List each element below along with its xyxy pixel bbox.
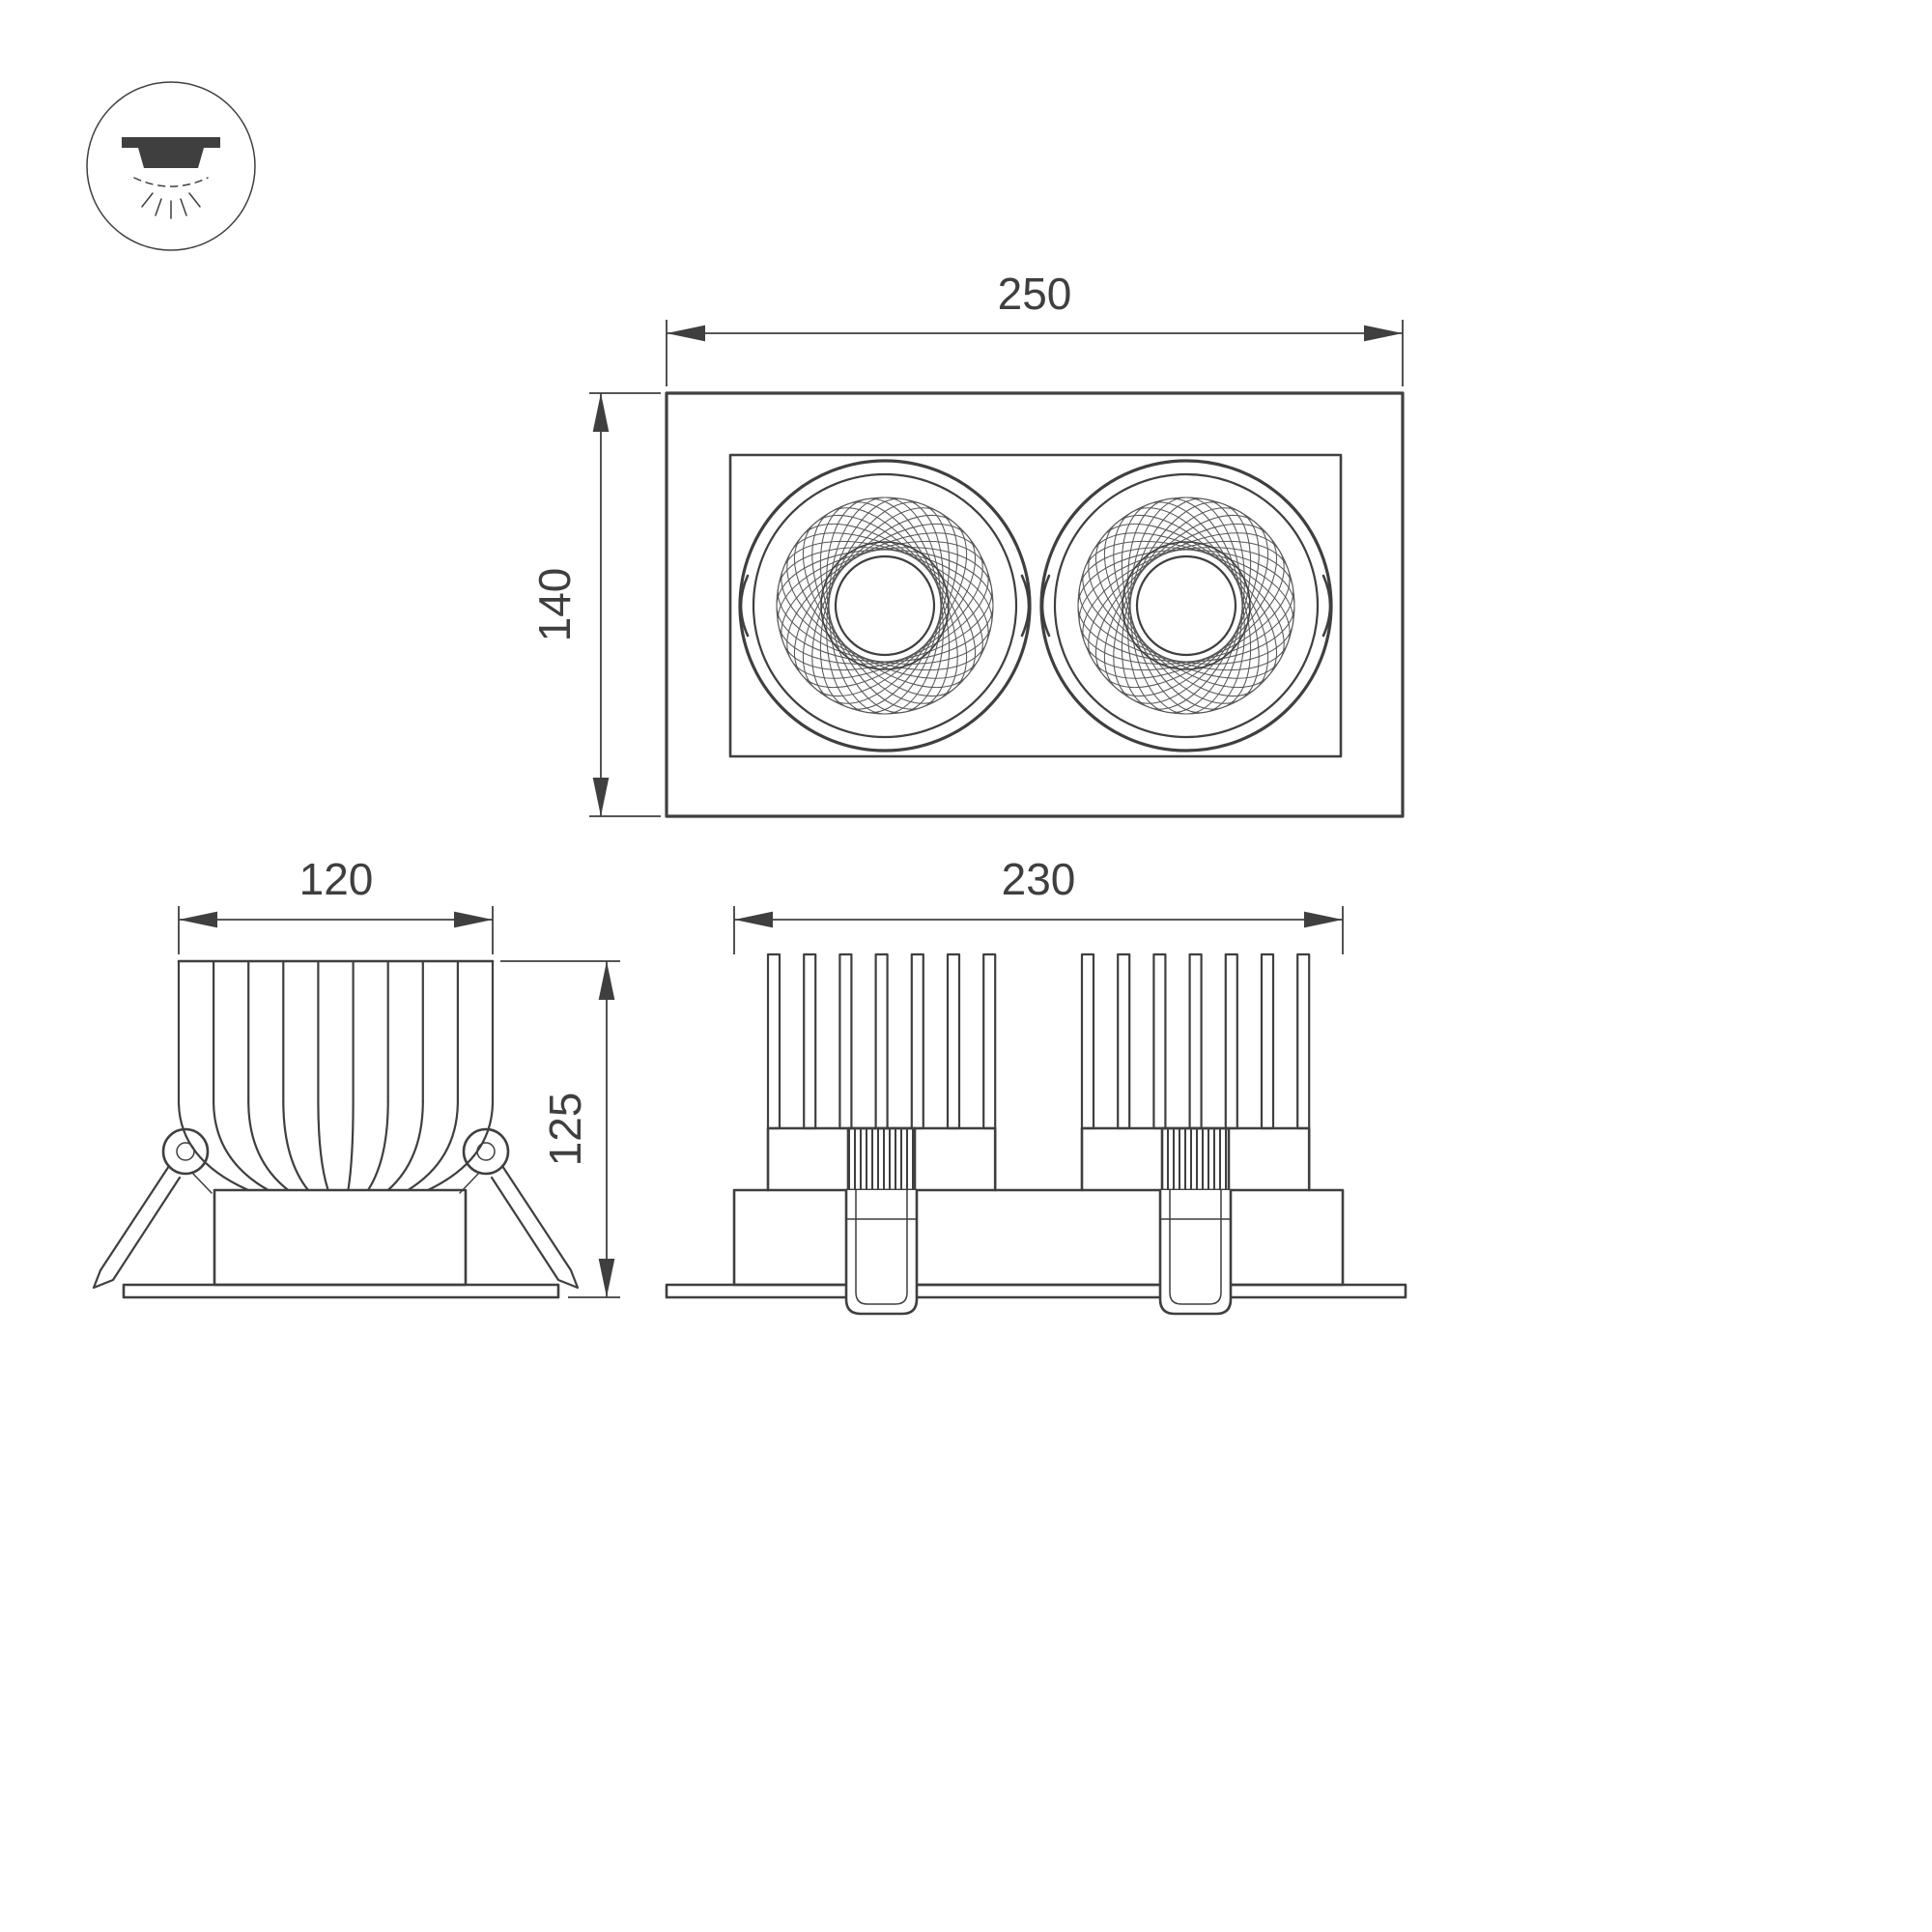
clip-pivot-pin [176,1142,195,1161]
lamp-right-gimbal-mark-right [1321,574,1332,638]
spring-clip-left-front [844,1126,919,1316]
extension-lines [178,906,494,954]
lamp-left-reflector-mesh [762,483,1008,728]
lamp-left-gimbal-mark-right [1020,574,1031,638]
heatsink-funnel [177,1099,495,1192]
clip-arm [490,1164,580,1290]
dimension-front-width: 230 [733,854,1344,954]
left-heatsink-fins [766,952,997,1130]
side-view: 120 125 [92,854,620,1299]
icon-lamp-body [138,148,204,168]
icon-light-rays [141,192,201,219]
lamp-left-trim-ring [752,472,1018,739]
face-outer-frame [665,391,1405,818]
lamp-left-led-center [834,554,936,657]
side-width-label: 120 [299,854,374,904]
front-width-label: 230 [1002,854,1076,904]
icon-circle [86,81,256,251]
clip-spring-hatch [1162,1128,1229,1190]
lamp-left-led-ring [820,541,950,670]
icon-trim-bar [122,137,220,148]
clip-pivot [462,1127,510,1176]
trim-flange [122,1283,560,1299]
dimension-side-width: 120 [178,854,494,954]
extension-lines [666,320,1404,386]
mounting-box [213,1188,468,1287]
face-view: 250 140 [529,269,1405,818]
dimension-face-width: 250 [666,269,1404,386]
lamp-left-gimbal-mark-left [739,574,750,638]
face-width-label: 250 [998,269,1072,319]
icon-light-arc [133,177,209,187]
lamp-left [738,459,1032,753]
face-height-label: 140 [529,568,580,642]
clip-spring-hatch [848,1128,915,1190]
lamp-right-reflector-mesh [1064,483,1309,728]
right-heatsink-fins [1080,952,1311,1130]
clip-strap-inner [855,1189,908,1305]
lamp-right-trim-ring [1053,472,1320,739]
clip-pivot [161,1127,210,1176]
lamp-right-led-ring [1122,541,1251,670]
clip-arm [92,1164,182,1290]
lamp-right [1039,459,1333,753]
spring-clip-right [459,1127,580,1290]
lamp-right-led-center [1135,554,1237,657]
extension-lines [733,906,1344,954]
clip-strap [1158,1188,1233,1316]
dimension-side-height: 125 [500,960,620,1298]
clip-strap [844,1188,919,1316]
front-view: 230 [665,854,1407,1316]
clip-pivot-pin [476,1142,496,1161]
dimension-face-height: 140 [529,392,661,817]
spring-clip-left [92,1127,213,1290]
lamp-right-gimbal-mark-left [1040,574,1051,638]
heatsink-fins [177,959,495,1103]
lamp-right-outer-ring [1039,459,1333,753]
spring-clip-right-front [1158,1126,1233,1316]
clip-link [459,1172,480,1194]
trim-flange [665,1283,1407,1299]
side-height-label: 125 [540,1093,590,1167]
clip-strap-inner [1169,1189,1222,1305]
lamp-left-outer-ring [738,459,1032,753]
mounting-body [732,1188,1345,1287]
downlight-icon [86,81,256,251]
clip-link [191,1172,213,1194]
face-inner-frame [728,453,1343,758]
